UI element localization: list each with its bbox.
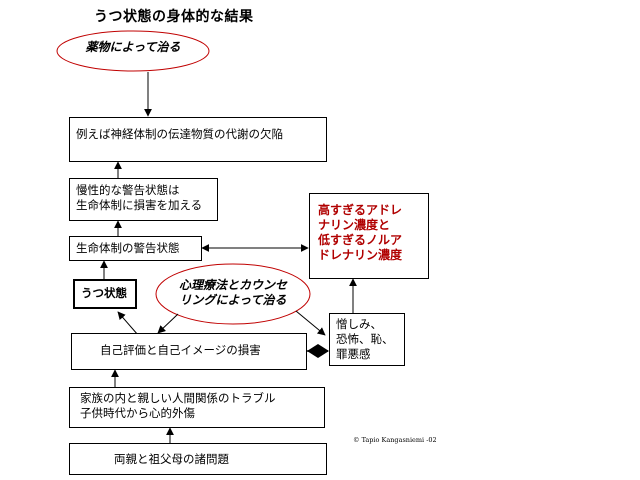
family-line1: 家族の内と親しい人間関係のトラブル [80, 391, 276, 405]
emotions-line3: 罪悪感 [336, 347, 371, 361]
adrenaline-line1: 高すぎるアドレ [318, 203, 403, 217]
therapy-ellipse [155, 263, 311, 325]
copyright-note: © Tapio Kangasniemi -02 [353, 436, 437, 444]
deficit-box: 例えば神経体制の伝達物質の代謝の欠陥 [69, 117, 327, 162]
arrow-therapy-to-selfesteem [157, 313, 179, 334]
adrenaline-line3: 低すぎるノルア [318, 233, 403, 247]
adrenaline-line2: ナリン濃度と [318, 218, 391, 232]
adrenaline-line4: ドレナリン濃度 [318, 248, 403, 262]
diagram-title: うつ状態の身体的な結果 [94, 9, 254, 25]
emotions-box: 憎しみ、 恐怖、恥、 罪悪感 [329, 313, 405, 366]
therapy-label-line1: 心理療法とカウンセ [178, 278, 287, 292]
arrow-selfesteem-to-depression [117, 311, 139, 336]
parents-box: 両親と祖父母の諸問題 [69, 443, 327, 475]
chronic-line1: 慢性的な警告状態は [76, 183, 180, 197]
self-esteem-box: 自己評価と自己イメージの損害 [71, 333, 307, 370]
chronic-line2: 生命体制に損害を加える [76, 198, 203, 212]
chronic-alarm-box: 慢性的な警告状態は 生命体制に損害を加える [69, 178, 218, 221]
family-problems-box: 家族の内と親しい人間関係のトラブル 子供時代から心的外傷 [69, 387, 325, 428]
therapy-label-line2: リングによって治る [179, 293, 287, 307]
emotions-line2: 恐怖、恥、 [336, 332, 394, 346]
depression-box: うつ状態 [73, 279, 137, 309]
drugs-ellipse-label: 薬物によって治る [85, 40, 181, 54]
arrow-therapy-to-emotions [295, 310, 326, 336]
drugs-ellipse [56, 30, 210, 72]
diamond-connector [307, 344, 329, 358]
adrenaline-box: 高すぎるアドレ ナリン濃度と 低すぎるノルア ドレナリン濃度 [309, 193, 429, 279]
family-line2: 子供時代から心的外傷 [80, 406, 195, 420]
alarm-state-box: 生命体制の警告状態 [69, 236, 202, 261]
emotions-line1: 憎しみ、 [336, 317, 382, 331]
therapy-ellipse-label: 心理療法とカウンセ リングによって治る [160, 278, 306, 308]
